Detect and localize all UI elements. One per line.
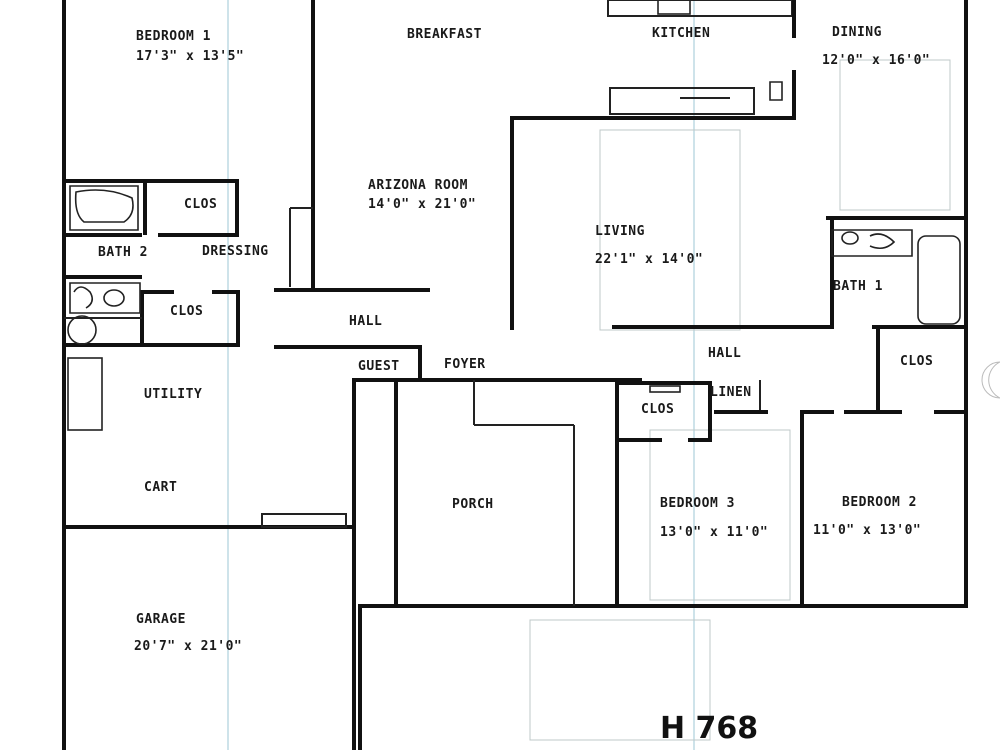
- bedroom3-label: BEDROOM 3: [660, 496, 735, 511]
- living-label: LIVING: [595, 224, 645, 239]
- bedroom2-label: BEDROOM 2: [842, 495, 917, 510]
- bathtub-icon: [69, 185, 139, 231]
- clos-d-label: CLOS: [641, 402, 674, 417]
- walls: [62, 0, 968, 750]
- bath2-label: BATH 2: [98, 245, 148, 260]
- shelf-icon: [649, 385, 681, 393]
- hall-left-label: HALL: [349, 314, 382, 329]
- arizona-room-label: ARIZONA ROOM: [368, 178, 468, 193]
- dryer-icon: [67, 357, 103, 431]
- clos-b-label: CLOS: [170, 304, 203, 319]
- utility-label: UTILITY: [144, 387, 202, 402]
- guest-label: GUEST: [358, 359, 400, 374]
- bedroom2-dims: 11'0" x 13'0": [813, 523, 921, 538]
- kitchen-label: KITCHEN: [652, 26, 710, 41]
- plan-code: H 768: [660, 711, 758, 746]
- foyer-label: FOYER: [444, 357, 486, 372]
- hall-right-label: HALL: [708, 346, 741, 361]
- room-labels: BEDROOM 1 17'3" x 13'5" BREAKFAST KITCHE…: [98, 25, 933, 654]
- breakfast-label: BREAKFAST: [407, 27, 482, 42]
- living-dims: 22'1" x 14'0": [595, 252, 703, 267]
- bath1-label: BATH 1: [833, 279, 883, 294]
- garage-dims: 20'7" x 21'0": [134, 639, 242, 654]
- dining-dims: 12'0" x 16'0": [822, 53, 930, 68]
- clos-a-label: CLOS: [184, 197, 217, 212]
- fixtures: [67, 0, 961, 431]
- binder-hole: [981, 361, 1000, 399]
- bedroom3-dims: 13'0" x 11'0": [660, 525, 768, 540]
- refrigerator-icon: [657, 0, 691, 15]
- clos-c-label: CLOS: [900, 354, 933, 369]
- bedroom1-label: BEDROOM 1: [136, 29, 211, 44]
- bedroom1-dims: 17'3" x 13'5": [136, 49, 244, 64]
- washer-icon: [67, 315, 97, 345]
- dining-label: DINING: [832, 25, 882, 40]
- sink-icon: [69, 282, 141, 314]
- bath1-tub-icon: [917, 235, 961, 325]
- cart-label: CART: [144, 480, 177, 495]
- bath1-vanity-icon: [831, 229, 913, 257]
- stove-icon: [769, 81, 783, 101]
- garage-label: GARAGE: [136, 612, 186, 627]
- dressing-label: DRESSING: [202, 244, 269, 259]
- linen-label: LINEN: [710, 385, 752, 400]
- porch-label: PORCH: [452, 497, 494, 512]
- scan-artifacts: [227, 0, 951, 750]
- arizona-room-dims: 14'0" x 21'0": [368, 197, 476, 212]
